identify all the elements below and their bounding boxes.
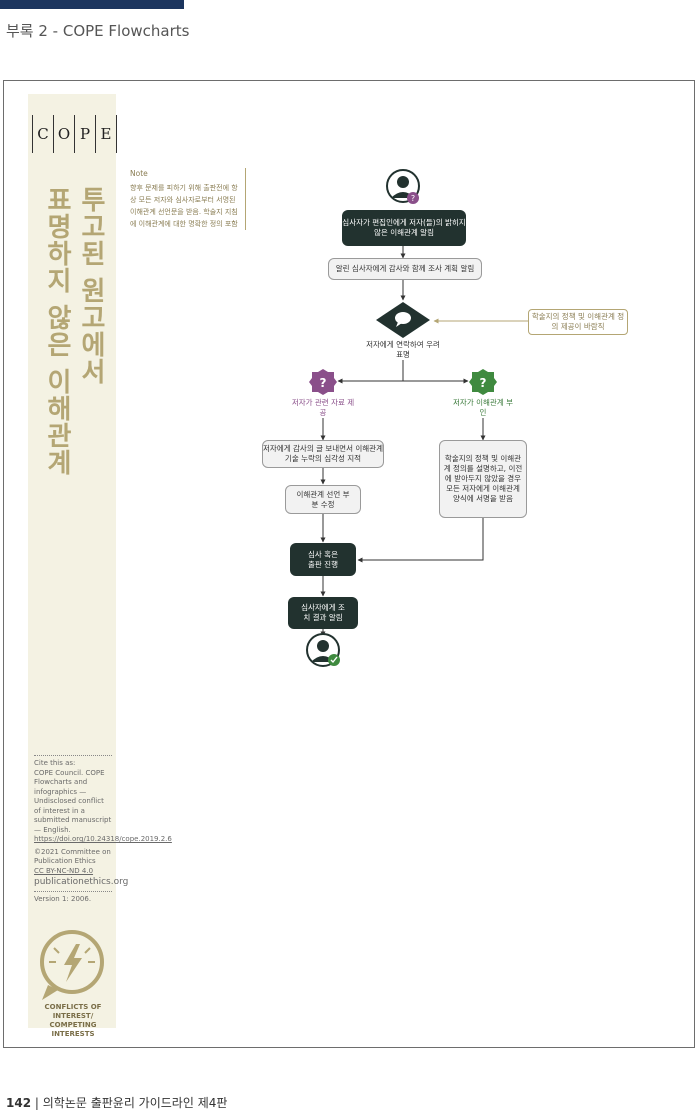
site-link[interactable]: publicationethics.org (34, 877, 129, 887)
cite-heading: Cite this as: (34, 759, 76, 767)
svg-text:?: ? (411, 194, 415, 203)
reviewer-question-icon: ? (386, 169, 420, 204)
vertical-title: 투고된 원고에서 표명하지 않은 이해관계 (40, 186, 108, 476)
arrow-explain-to-proceed (357, 518, 484, 563)
svg-text:?: ? (480, 376, 487, 390)
page-number: 142 (6, 1096, 32, 1110)
green-question-icon: ? (469, 369, 497, 395)
vertical-title-line1: 투고된 원고에서 (76, 186, 106, 386)
flowchart-frame (3, 80, 695, 1048)
svg-text:?: ? (320, 376, 327, 390)
citation-block: Cite this as: COPE Council. COPE Flowcha… (34, 752, 172, 904)
thank-reviewer-box: 알린 심사자에게 감사와 함께 조사 계획 알림 (328, 258, 482, 280)
contact-author-diamond (376, 302, 430, 338)
reviewer-informs-box: 심사자가 편집인에게 저자(들)의 밝히지 않은 이해관계 알림 (342, 210, 466, 246)
note-panel: Note 향후 문제를 피하기 위해 출판전에 항상 모든 저자와 심사자로부터… (130, 168, 246, 230)
contact-author-label: 저자에게 연락하여 우려 표명 (366, 340, 440, 359)
logo-letter-c: C (32, 115, 53, 153)
logo-letter-p: P (74, 115, 95, 153)
coi-badge-label: CONFLICTS OF INTEREST/ COMPETING INTERES… (44, 1003, 102, 1038)
amend-declaration-box: 이해관계 선언 부분 수정 (285, 485, 361, 514)
proceed-box: 심사 혹은 출판 진행 (290, 543, 356, 576)
cite-doi-link[interactable]: https://doi.org/10.24318/cope.2019.2.6 (34, 835, 172, 843)
page-footer: 142 | 의학논문 출판윤리 가이드라인 제4판 (6, 1094, 227, 1111)
top-accent-bar (0, 0, 184, 9)
sidebar (28, 94, 116, 1028)
logo-letter-o: O (53, 115, 74, 153)
thank-author-box: 저자에게 감사의 글 보내면서 이해관계 기술 누락의 심각성 지적 (262, 440, 384, 468)
copyright-text: ©2021 Committee on Publication Ethics (34, 847, 111, 866)
reviewer-check-icon (306, 633, 340, 667)
note-heading: Note (130, 169, 148, 178)
book-title: | 의학논문 출판윤리 가이드라인 제4판 (31, 1096, 228, 1110)
journal-policy-note: 학술지의 정책 및 이해관계 정의 제공이 바람직 (528, 309, 628, 335)
author-denies-label: 저자가 이해관계 부인 (453, 398, 513, 417)
purple-question-icon: ? (309, 369, 337, 395)
site-divider (34, 890, 112, 892)
note-body: 향후 문제를 피하기 위해 출판전에 항상 모든 저자와 심사자로부터 서명된 … (130, 184, 238, 228)
coi-badge-icon (40, 930, 104, 1000)
appendix-title: 부록 2 - COPE Flowcharts (6, 22, 190, 40)
logo-letter-e: E (95, 115, 117, 153)
inform-reviewer-box: 심사자에게 조치 결과 알림 (288, 597, 358, 629)
version-text: Version 1: 2006. (34, 894, 92, 903)
explain-policy-box: 학술지의 정책 및 이해관계 정의를 설명하고, 이전에 받아두지 않았을 경우… (439, 440, 527, 518)
cite-body: COPE Council. COPE Flowcharts and infogr… (34, 768, 112, 834)
cope-logo: C O P E (32, 115, 117, 153)
author-provides-label: 저자가 관련 자료 제공 (291, 398, 355, 417)
cite-divider (34, 755, 112, 756)
vertical-title-line2: 표명하지 않은 이해관계 (42, 186, 72, 477)
license-link[interactable]: CC BY-NC-ND 4.0 (34, 866, 94, 875)
